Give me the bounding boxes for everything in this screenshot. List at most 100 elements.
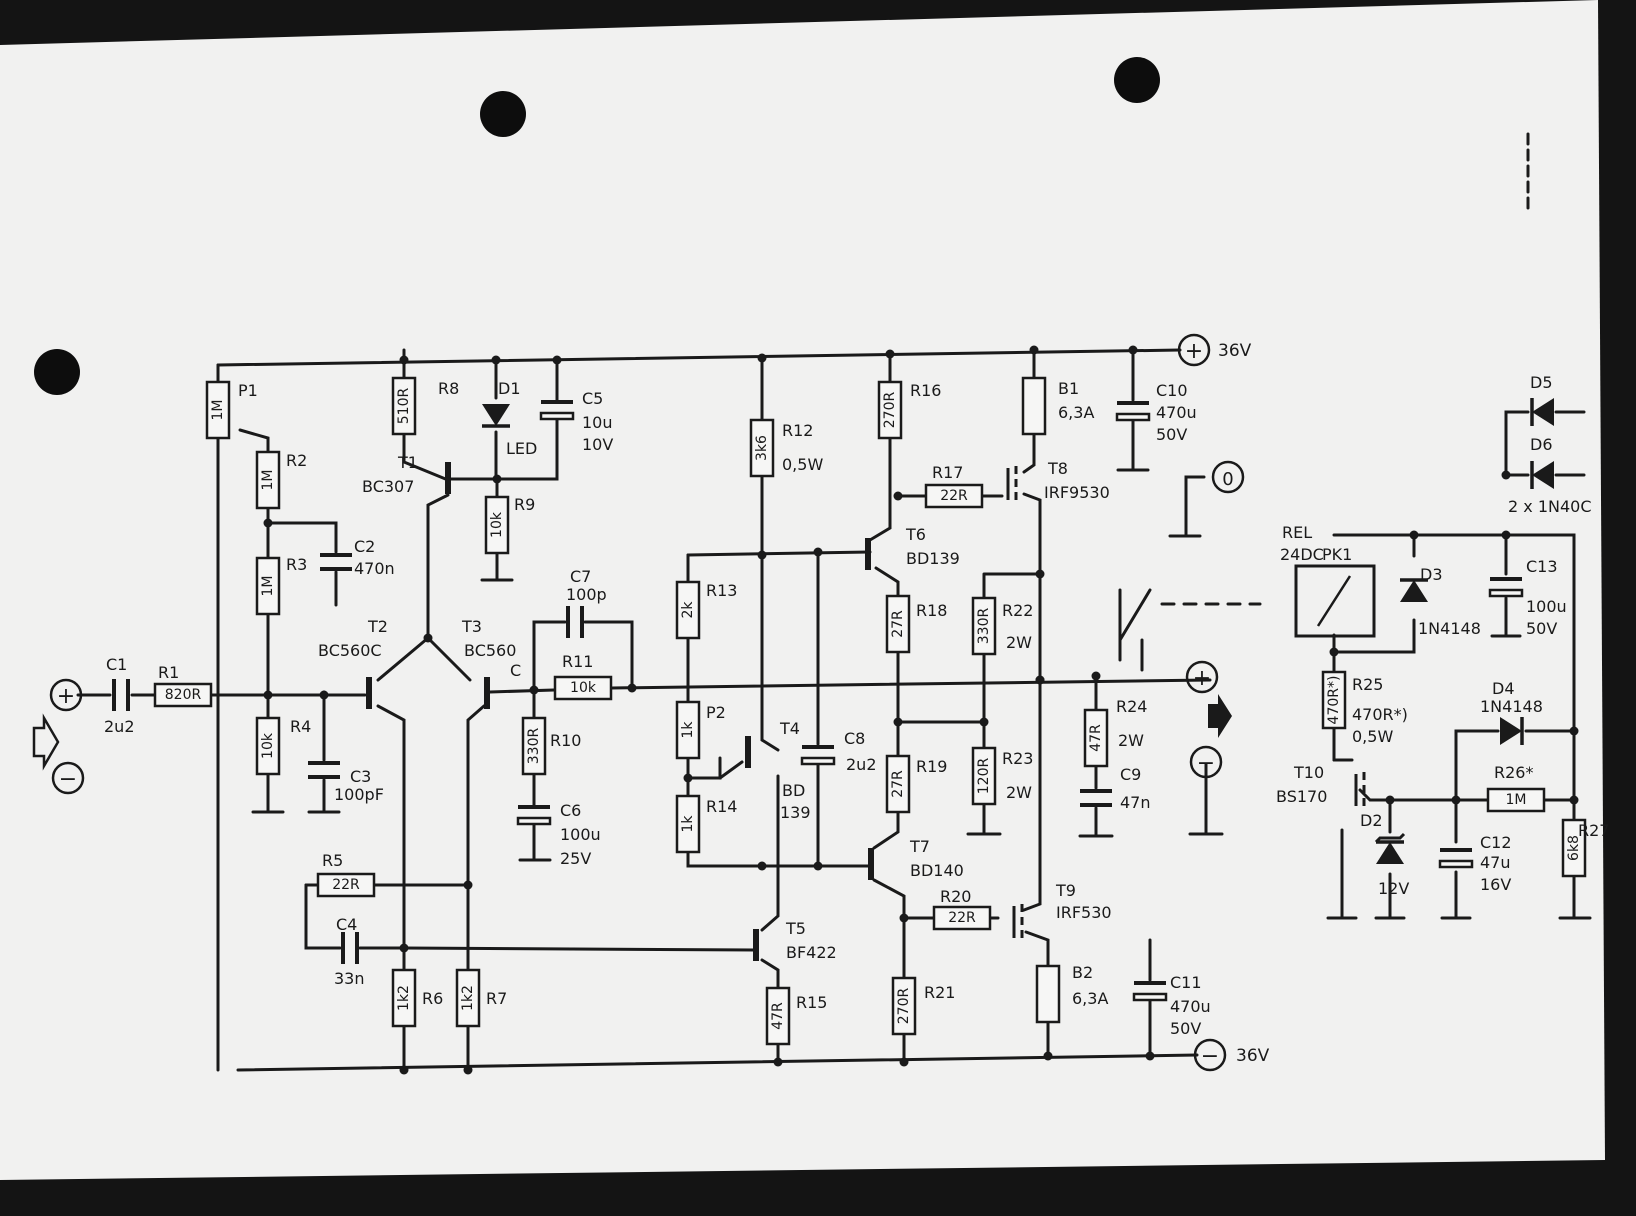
resistor-P2: 1k [675, 700, 701, 760]
C9-ref: C9 [1120, 765, 1141, 784]
resistor-R27: 6k8 [1561, 818, 1587, 878]
D1-ref: D1 [498, 379, 521, 398]
resistor-R8: 510R [391, 376, 417, 436]
capacitor-C6 [516, 805, 552, 826]
T2-ref: T2 [367, 617, 388, 636]
junction-dot [1569, 795, 1579, 805]
B1-value: 6,3A [1058, 403, 1094, 422]
junction-dot [1409, 530, 1419, 540]
T1-ref: T1 [397, 453, 418, 472]
junction-dot [1569, 726, 1579, 736]
R24-ref: R24 [1116, 697, 1147, 716]
junction-dot [1035, 569, 1045, 579]
R19-value: 27R [890, 770, 906, 798]
junction-dot [757, 550, 767, 560]
fuse-B2 [1035, 964, 1061, 1024]
R7-ref: R7 [486, 989, 507, 1008]
R25-value: 470R*) [1326, 676, 1342, 725]
R23-value: 120R [976, 758, 992, 795]
terminals [49, 333, 1245, 1072]
resistor-R20: 22R [932, 905, 992, 931]
D2-ref: D2 [1360, 811, 1383, 830]
resistor-R1: 820R [153, 682, 213, 708]
C10-value: 470u [1156, 403, 1197, 422]
C5-rating: 10V [582, 435, 613, 454]
C2-value: 470n [354, 559, 395, 578]
R24-rating: 2W [1118, 731, 1144, 750]
R1-ref: R1 [158, 663, 179, 682]
R16-value: 270R [882, 392, 898, 429]
junction-dot [463, 880, 473, 890]
R2-value: 1M [260, 470, 276, 491]
R12-ref: R12 [782, 421, 813, 440]
C7-ref: C7 [570, 567, 591, 586]
relay-type: 24DC [1280, 545, 1324, 564]
mosfet-T10 [1354, 772, 1366, 808]
B2-value: 6,3A [1072, 989, 1108, 1008]
relay-coil-label: PK1 [1322, 545, 1352, 564]
supply-neg-sign: − [1201, 1044, 1219, 1069]
junction-dot [423, 633, 433, 643]
junction-dot [552, 355, 562, 365]
R2-ref: R2 [286, 451, 307, 470]
T9-type: IRF530 [1056, 903, 1112, 922]
C3-value: 100pF [334, 785, 384, 804]
capacitor-C7 [566, 606, 584, 638]
R7-value: 1k2 [460, 985, 476, 1011]
R15-value: 47R [770, 1002, 786, 1030]
R5-value: 22R [332, 877, 360, 893]
R19-ref: R19 [916, 757, 947, 776]
junction-dot [1043, 1051, 1053, 1061]
junction-dot [979, 717, 989, 727]
C12-value: 47u [1480, 853, 1511, 872]
T3-pin: C [510, 661, 521, 680]
resistor-R21: 270R [891, 976, 917, 1036]
mosfet-T9 [1012, 904, 1024, 940]
R26-value: 1M [1506, 792, 1527, 808]
junction-dot [773, 1057, 783, 1067]
D4-ref: D4 [1492, 679, 1515, 698]
B1-ref: B1 [1058, 379, 1079, 398]
zener-bar [1374, 832, 1406, 844]
B2-ref: B2 [1072, 963, 1093, 982]
R25-ref: R25 [1352, 675, 1383, 694]
supply-pos-sign: + [1185, 339, 1203, 364]
supply-neg-voltage: 36V [1236, 1046, 1270, 1066]
R3-value: 1M [260, 576, 276, 597]
C9-value: 47n [1120, 793, 1151, 812]
junction-dot [885, 349, 895, 359]
resistor-R3: 1M [255, 556, 281, 616]
junction-dot [1128, 345, 1138, 355]
junction-dot [263, 518, 273, 528]
C8-ref: C8 [844, 729, 865, 748]
capacitor-C9 [1080, 789, 1112, 807]
R12-rating: 0,5W [782, 455, 823, 474]
output-plus-sign: + [1193, 666, 1211, 691]
diode-D6 [1530, 461, 1554, 489]
resistor-R24: 47R [1083, 708, 1109, 768]
C6-rating: 25V [560, 849, 591, 868]
input-minus-sign: − [59, 767, 77, 792]
punch-hole [480, 91, 526, 137]
T8-type: IRF9530 [1044, 483, 1110, 502]
R27-ref: R27 [1578, 821, 1609, 840]
junction-dot [399, 943, 409, 953]
terminal-labels: + − 0 + − + − [57, 339, 1234, 1069]
diode-D4 [1500, 717, 1524, 745]
resistor-R6: 1k2 [391, 968, 417, 1028]
T8-ref: T8 [1047, 459, 1068, 478]
D3-value: 1N4148 [1418, 619, 1481, 638]
D6-value: 2 x 1N40C [1508, 497, 1592, 516]
C6-ref: C6 [560, 801, 581, 820]
R22-ref: R22 [1002, 601, 1033, 620]
junction-dot [899, 1057, 909, 1067]
output-minus-sign: − [1197, 751, 1215, 776]
P1-ref: P1 [238, 381, 258, 400]
junction-dot [1451, 795, 1461, 805]
R24-value: 47R [1088, 724, 1104, 752]
capacitor-C2 [320, 553, 352, 571]
D1-value: LED [506, 439, 537, 458]
R9-value: 10k [489, 511, 505, 538]
T4-type-2: 139 [780, 803, 811, 822]
